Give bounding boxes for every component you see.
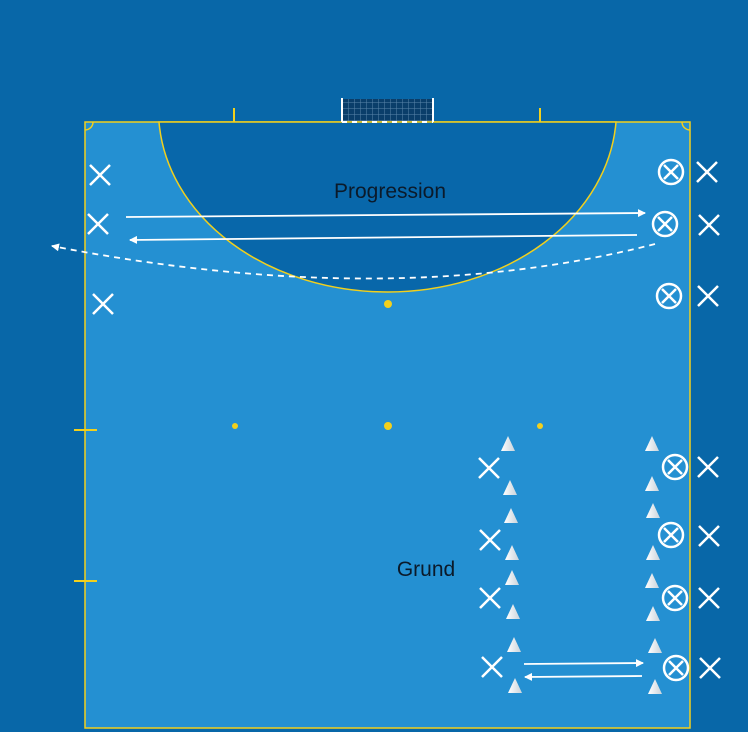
spot [384,422,392,430]
corner-arc-right [681,121,691,131]
player-x-icon [697,285,719,307]
player-x-icon [479,587,501,609]
arrow-icon [523,659,644,668]
cone-icon [648,679,662,694]
cone-icon [501,436,515,451]
cone-icon [505,570,519,585]
player-x-icon [87,213,109,235]
cone-icon [508,678,522,693]
cone-icon [503,480,517,495]
player-x-icon [481,656,503,678]
player-x-icon [697,456,719,478]
corner-arc-left [84,121,94,131]
cone-icon [506,604,520,619]
cone-icon [645,573,659,588]
arrow-icon [524,672,643,681]
player-x-icon [698,525,720,547]
player-circled-x-icon [657,158,685,186]
player-x-icon [698,587,720,609]
spot [232,423,238,429]
player-circled-x-icon [661,453,689,481]
cone-icon [648,638,662,653]
cone-icon [505,545,519,560]
spot [537,423,543,429]
player-x-icon [478,457,500,479]
cone-icon [504,508,518,523]
arrow-icon [129,234,638,244]
cone-icon [646,503,660,518]
player-circled-x-icon [655,282,683,310]
player-circled-x-icon [661,584,689,612]
player-circled-x-icon [651,210,679,238]
player-x-icon [479,529,501,551]
player-x-icon [699,657,721,679]
cone-icon [646,606,660,621]
arrow-icon [125,209,646,218]
cone-icon [646,545,660,560]
basic-label: Grund [396,558,456,581]
player-circled-x-icon [657,521,685,549]
player-x-icon [92,293,114,315]
dashed-run-arrow-icon [51,243,656,280]
player-x-icon [696,161,718,183]
player-x-icon [698,214,720,236]
progression-label: Progression [333,180,447,203]
cone-icon [645,476,659,491]
player-circled-x-icon [662,654,690,682]
player-x-icon [89,164,111,186]
cone-icon [507,637,521,652]
cone-icon [645,436,659,451]
spot [384,300,392,308]
goal-net-icon [341,98,434,123]
goal-area [158,121,617,293]
